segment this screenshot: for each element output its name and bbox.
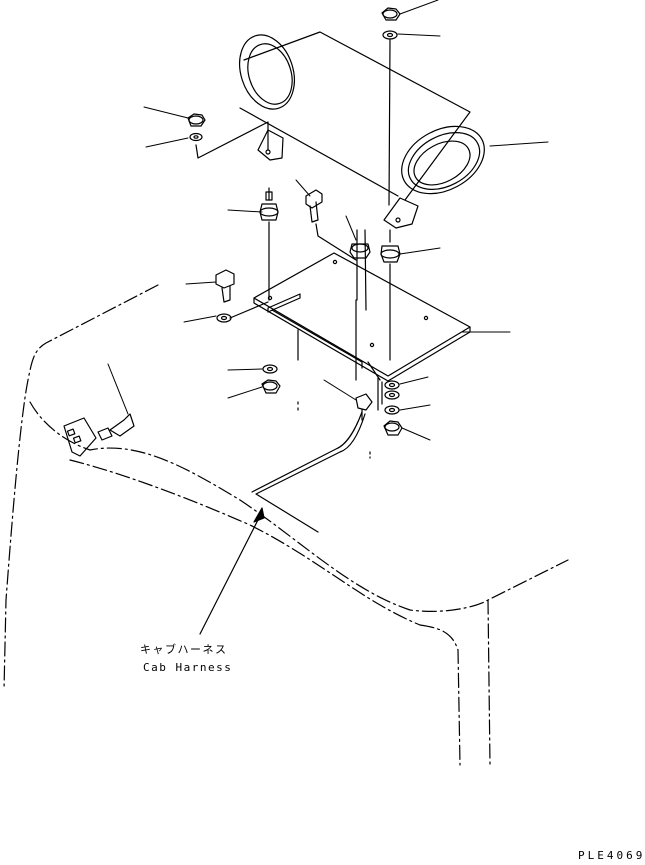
washer-bolt-left [216, 313, 232, 323]
tank-foot-right [383, 197, 419, 229]
cab-harness [255, 413, 366, 533]
washer-bottom-left [262, 364, 278, 374]
rubber-mount-right [380, 229, 401, 361]
bolt-left [215, 269, 235, 303]
tank-foot-left [257, 129, 284, 161]
rubber-mount-left [259, 187, 279, 301]
washer-stack-right [384, 380, 400, 415]
washer-top-right [382, 30, 398, 40]
drawing-code: PLE4069 [578, 849, 645, 862]
harness-label-jp: キャブハーネス [140, 643, 228, 656]
cab-connector [63, 413, 135, 457]
leader-lines [107, 0, 549, 441]
rubber-mount-center [349, 229, 371, 311]
bolt-mid [305, 189, 357, 261]
mounting-plate [253, 252, 471, 382]
nut-top-right [381, 7, 401, 21]
nut-bottom-left [261, 379, 281, 394]
nut-bottom-right [383, 420, 403, 436]
nut-left [187, 113, 206, 127]
washer-left [189, 132, 203, 142]
tank-body [239, 31, 485, 201]
harness-callout-arrow [199, 507, 265, 635]
cab-outline [3, 284, 569, 766]
harness-label-en: Cab Harness [143, 661, 233, 674]
leader-nut-left [195, 121, 269, 159]
